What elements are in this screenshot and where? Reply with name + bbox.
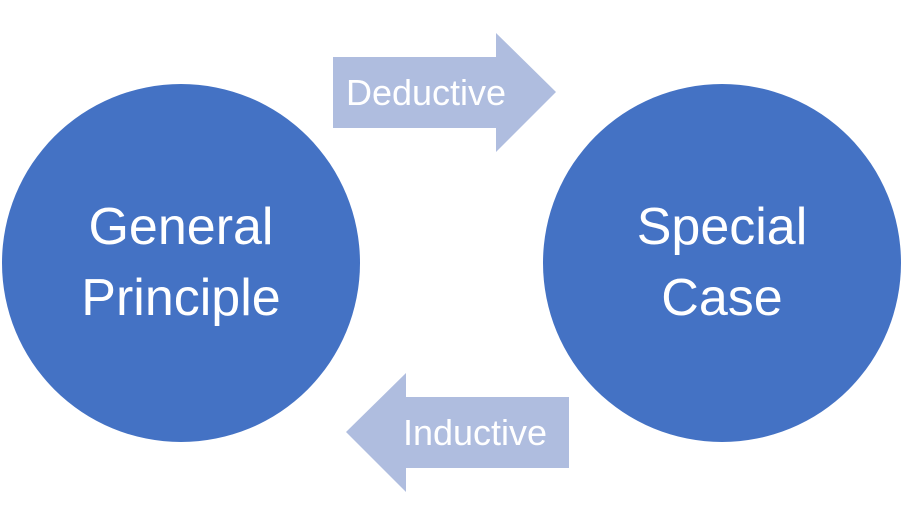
deductive-label: Deductive <box>346 72 506 113</box>
deductive-arrow <box>333 33 556 152</box>
general-principle-circle: General Principle <box>2 84 360 442</box>
special-case-circle: Special Case <box>543 84 901 442</box>
inductive-label: Inductive <box>403 412 547 453</box>
general-principle-label: General Principle <box>81 198 281 327</box>
inductive-arrow <box>346 373 569 492</box>
special-case-label: Special Case <box>636 198 808 327</box>
